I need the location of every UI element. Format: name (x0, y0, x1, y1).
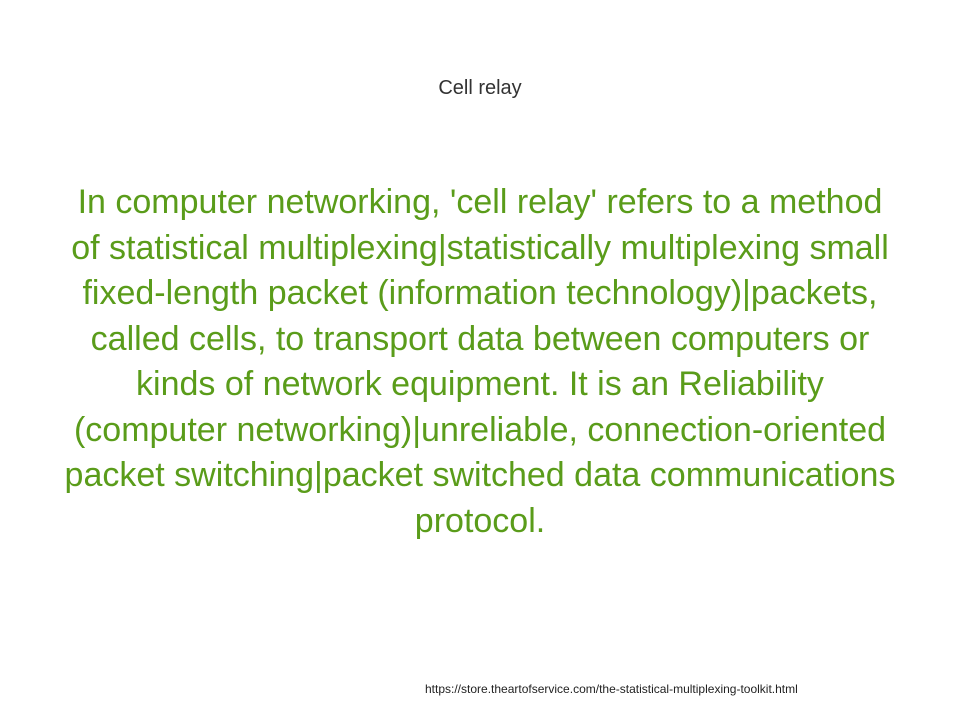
slide-body-text: In computer networking, 'cell relay' ref… (64, 183, 896, 540)
source-url[interactable]: https://store.theartofservice.com/the-st… (425, 681, 798, 697)
slide-title: Cell relay (438, 77, 522, 99)
